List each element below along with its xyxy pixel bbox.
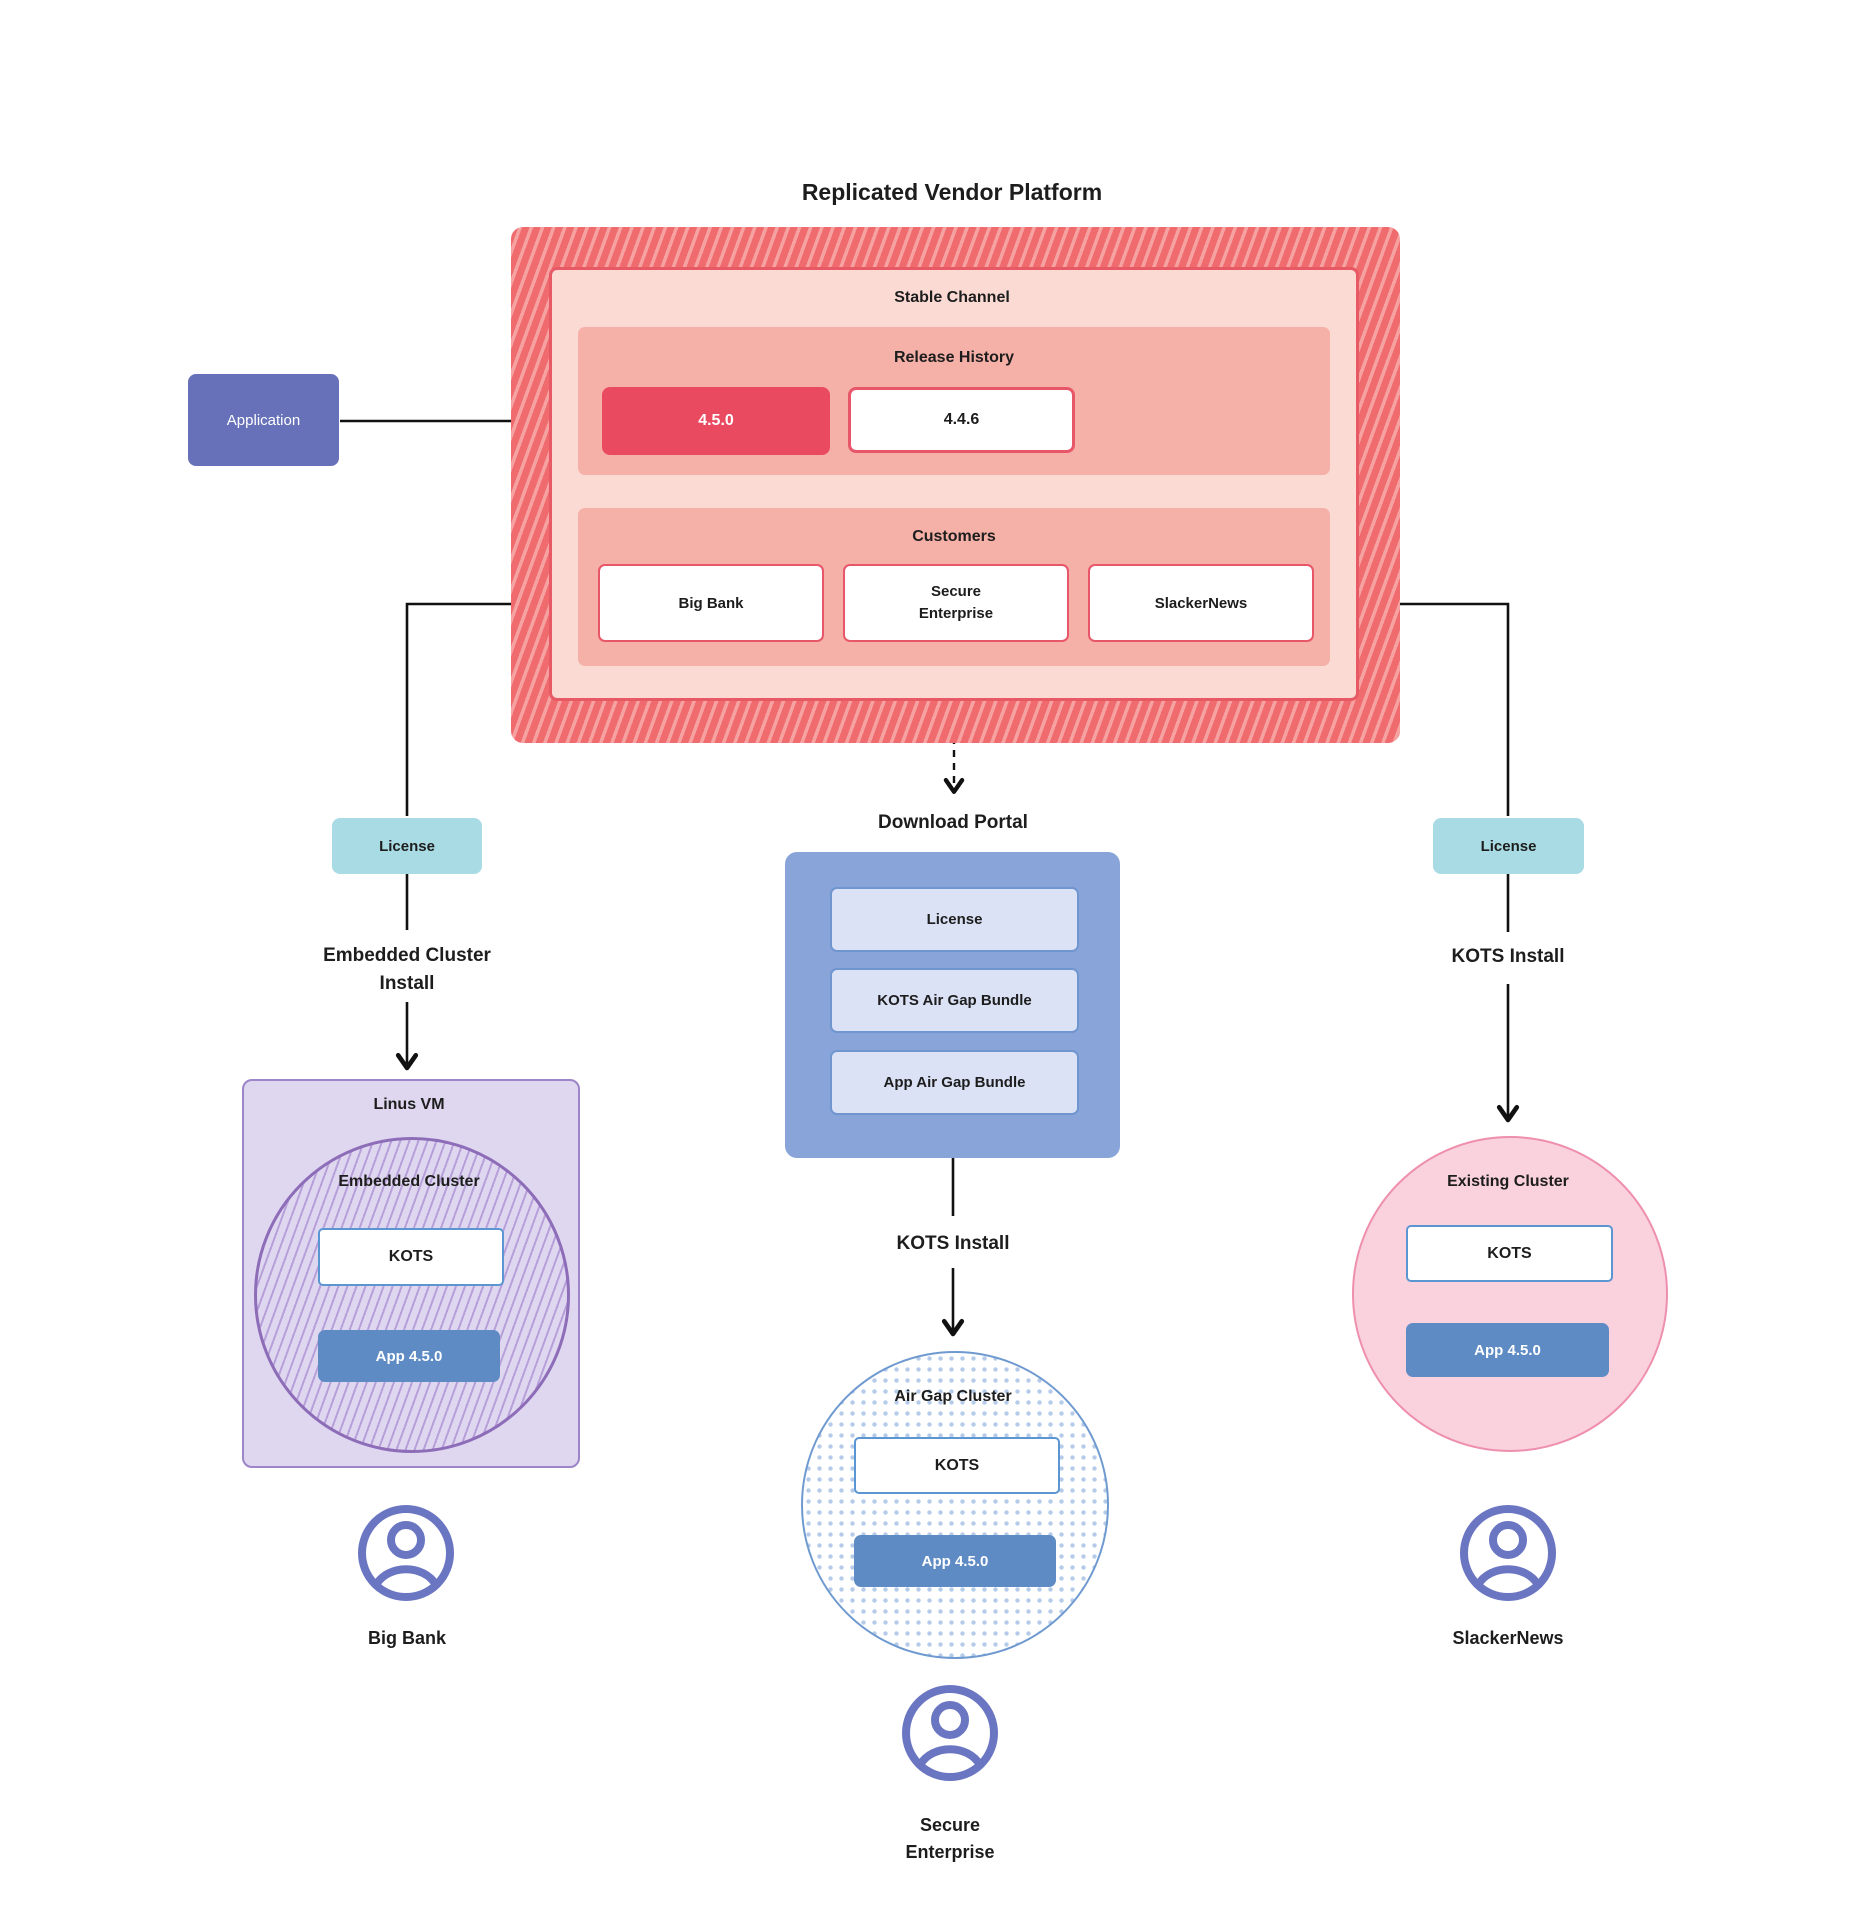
portal-item-app-bundle-label: App Air Gap Bundle: [883, 1074, 1026, 1091]
kots-box-right: KOTS: [1406, 1225, 1613, 1282]
diagram-title: Replicated Vendor Platform: [801, 179, 1103, 205]
portal-item-license-label: License: [926, 911, 983, 928]
customer-secure-enterprise-label: Secure Enterprise: [918, 582, 994, 623]
flow-label-kots-install-right: KOTS Install: [1451, 946, 1565, 967]
app-box-middle-label: App 4.5.0: [921, 1552, 989, 1570]
customer-slackernews-label: SlackerNews: [1154, 594, 1248, 612]
license-badge-right-label: License: [1480, 837, 1537, 855]
stable-channel-label: Stable Channel: [894, 289, 1010, 306]
air-gap-cluster-label: Air Gap Cluster: [894, 1388, 1012, 1405]
license-badge-left-label: License: [379, 837, 435, 855]
customer-label-slackernews: SlackerNews: [1452, 1628, 1564, 1648]
user-icon: [900, 1683, 1000, 1783]
customer-big-bank-label: Big Bank: [678, 594, 744, 612]
app-box-left-label: App 4.5.0: [375, 1347, 443, 1365]
kots-box-right-label: KOTS: [1487, 1244, 1532, 1262]
portal-item-kots-bundle-label: KOTS Air Gap Bundle: [877, 992, 1032, 1009]
customer-big-bank-box: Big Bank: [598, 564, 824, 642]
customer-label-big-bank: Big Bank: [367, 1628, 447, 1648]
license-badge-left: License: [332, 818, 482, 874]
existing-cluster-circle: [1352, 1136, 1668, 1452]
license-badge-right: License: [1433, 818, 1584, 874]
release-446-box: 4.4.6: [848, 387, 1075, 453]
application-box: Application: [188, 374, 339, 466]
kots-box-left: KOTS: [318, 1228, 504, 1286]
kots-box-left-label: KOTS: [388, 1248, 434, 1265]
flow-label-kots-install-middle: KOTS Install: [896, 1233, 1010, 1254]
user-icon: [356, 1503, 456, 1603]
app-box-middle: App 4.5.0: [854, 1535, 1056, 1587]
customer-label-secure-enterprise: Secure Enterprise: [905, 1815, 995, 1862]
app-box-left: App 4.5.0: [318, 1330, 500, 1382]
portal-item-app-bundle: App Air Gap Bundle: [830, 1050, 1079, 1115]
release-450-box: 4.5.0: [602, 387, 830, 455]
download-portal-label: Download Portal: [878, 812, 1028, 833]
application-label: Application: [226, 411, 301, 429]
portal-item-kots-bundle: KOTS Air Gap Bundle: [830, 968, 1079, 1033]
kots-box-middle-label: KOTS: [934, 1456, 980, 1474]
app-box-right-label: App 4.5.0: [1474, 1341, 1541, 1359]
embedded-cluster-circle: [254, 1137, 570, 1453]
existing-cluster-label: Existing Cluster: [1447, 1173, 1569, 1190]
air-gap-cluster-circle: [801, 1351, 1109, 1659]
linus-vm-label: Linus VM: [373, 1096, 445, 1113]
customers-label: Customers: [912, 528, 996, 545]
app-box-right: App 4.5.0: [1406, 1323, 1609, 1377]
portal-item-license: License: [830, 887, 1079, 952]
user-icon: [1458, 1503, 1558, 1603]
release-history-label: Release History: [893, 349, 1015, 366]
release-446-label: 4.4.6: [943, 411, 980, 428]
release-450-label: 4.5.0: [698, 412, 734, 429]
embedded-cluster-label: Embedded Cluster: [338, 1173, 480, 1190]
kots-box-middle: KOTS: [854, 1437, 1060, 1494]
flow-label-embedded-cluster-install: Embedded Cluster Install: [323, 945, 491, 994]
customer-secure-enterprise-box: Secure Enterprise: [843, 564, 1069, 642]
customer-slackernews-box: SlackerNews: [1088, 564, 1314, 642]
